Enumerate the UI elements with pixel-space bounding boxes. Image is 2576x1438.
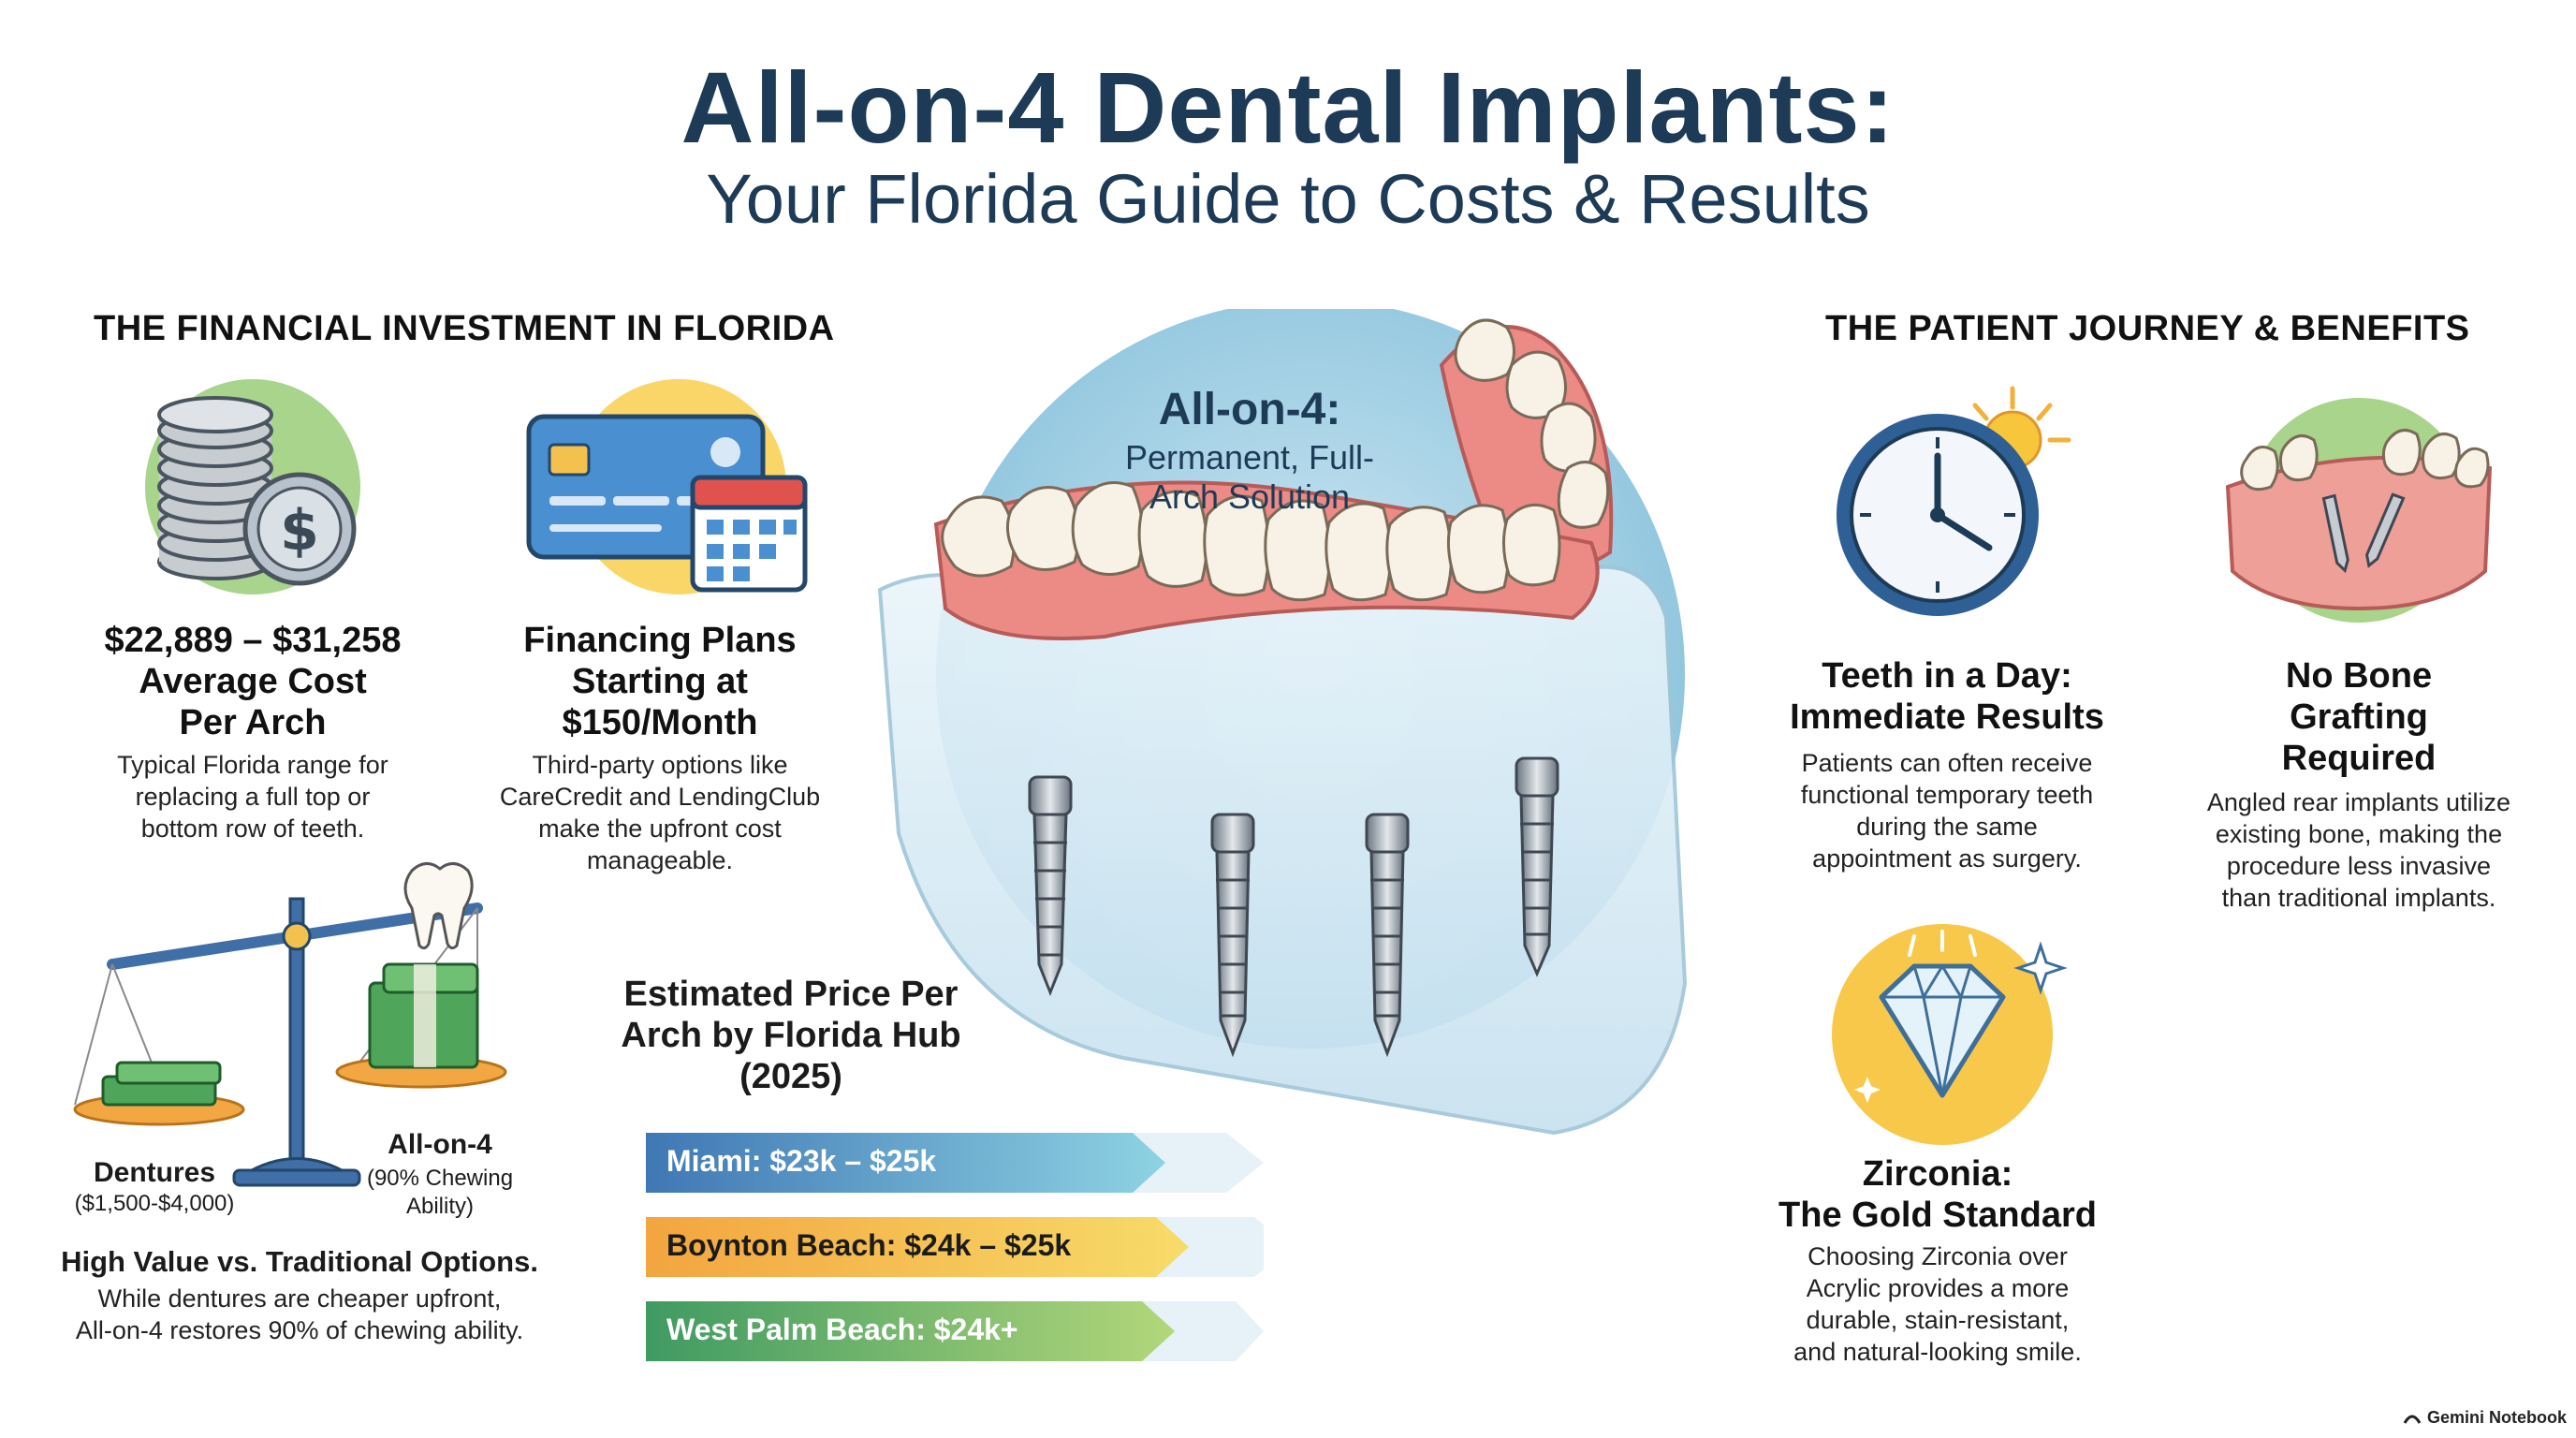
brand-logo-icon	[2403, 1415, 2422, 1424]
zirconia-body-line: Acrylic provides a more	[1806, 1274, 2070, 1302]
cost-body-line: Typical Florida range for	[117, 751, 388, 779]
price-hub-title: Estimated Price Per Arch by Florida Hub …	[580, 974, 1002, 1097]
day-body-line: Patients can often receive	[1801, 749, 2093, 777]
zirconia-body: Choosing Zirconia over Acrylic provides …	[1722, 1240, 2153, 1368]
financial-section-heading: THE FINANCIAL INVESTMENT IN FLORIDA	[94, 309, 835, 348]
cost-range: $22,889 – $31,258	[104, 621, 402, 660]
price-bar-label-west-palm-beach: West Palm Beach: $24k+	[666, 1313, 1018, 1346]
jaw-implant-icon	[2225, 398, 2493, 623]
bone-headline-line: No Bone	[2285, 656, 2433, 696]
day-headline-line: Immediate Results	[1790, 697, 2104, 737]
value-body-line: All-on-4 restores 90% of chewing ability…	[75, 1316, 524, 1344]
price-hub-bars-svg	[646, 1133, 1264, 1361]
financing-body-line: Third-party options like	[532, 751, 788, 779]
no-bone-grafting-body: Angled rear implants utilize existing bo…	[2153, 786, 2565, 914]
zirconia-body-line: durable, stain-resistant,	[1806, 1306, 2070, 1334]
bone-headline-line: Grafting	[2290, 697, 2428, 737]
brand-watermark: Gemini Notebook	[2403, 1408, 2567, 1428]
center-label-title: All-on-4:	[1158, 385, 1341, 434]
cost-body-line: bottom row of teeth.	[140, 814, 365, 843]
price-bar-west-palm-beach	[646, 1301, 1264, 1361]
brand-name: Gemini Notebook	[2426, 1408, 2567, 1427]
zirconia-headline: Zirconia: The Gold Standard	[1722, 1153, 2153, 1236]
balance-scale-icon	[73, 862, 507, 1187]
all-on-4-implant-illustration	[877, 309, 1688, 1136]
center-label-subtitle: Permanent, Full- Arch Solution	[1048, 438, 1451, 517]
cost-card-body: Typical Florida range for replacing a fu…	[47, 749, 459, 844]
dentures-label: Dentures	[93, 1157, 216, 1188]
page-title: All-on-4 Dental Implants:	[681, 51, 1895, 164]
clock-sun-icon	[1837, 386, 2071, 616]
financing-body-line: manageable.	[586, 846, 734, 874]
svg-text:$: $	[280, 498, 319, 564]
bone-body-line: than traditional implants.	[2221, 884, 2496, 912]
price-hub-title-line: (2025)	[739, 1057, 842, 1096]
teeth-in-a-day-headline: Teeth in a Day: Immediate Results	[1760, 655, 2134, 738]
allon4-label: All-on-4	[388, 1129, 492, 1160]
zirconia-headline-line: Zirconia:	[1862, 1154, 2013, 1194]
financing-card-headline: Financing Plans Starting at $150/Month	[449, 620, 871, 743]
price-hub-title-line: Estimated Price Per	[623, 975, 959, 1014]
no-bone-grafting-headline: No Bone Grafting Required	[2190, 655, 2527, 779]
value-comparison-headline: High Value vs. Traditional Options.	[61, 1245, 538, 1278]
day-headline-line: Teeth in a Day:	[1822, 656, 2072, 696]
zirconia-headline-line: The Gold Standard	[1778, 1196, 2097, 1235]
coins-icon: $	[145, 379, 360, 594]
financing-body-line: CareCredit and LendingClub	[499, 783, 821, 811]
price-bar-label-boynton-beach: Boynton Beach: $24k – $25k	[666, 1228, 1072, 1262]
price-hub-title-line: Arch by Florida Hub	[621, 1016, 961, 1055]
bone-headline-line: Required	[2281, 739, 2437, 778]
price-bar-label-miami: Miami: $23k – $25k	[666, 1144, 937, 1178]
allon4-note-line: (90% Chewing	[366, 1166, 514, 1191]
teeth-in-a-day-body: Patients can often receive functional te…	[1760, 747, 2134, 874]
zirconia-body-line: and natural-looking smile.	[1793, 1338, 2082, 1366]
bone-body-line: existing bone, making the	[2215, 820, 2503, 848]
patient-journey-heading: THE PATIENT JOURNEY & BENEFITS	[1825, 309, 2470, 348]
cost-headline-line: Average Cost	[139, 662, 367, 701]
financing-headline-line: Financing Plans	[523, 621, 797, 660]
cost-headline-line: Per Arch	[179, 703, 327, 742]
dentures-price: ($1,500-$4,000)	[74, 1191, 235, 1216]
price-hub-bars: Miami: $23k – $25k Boynton Beach: $24k –…	[646, 1133, 1264, 1376]
price-bar-miami	[646, 1133, 1264, 1193]
price-bar-boynton-beach	[646, 1217, 1264, 1277]
day-body-line: functional temporary teeth	[1800, 781, 2094, 809]
day-body-line: appointment as surgery.	[1812, 844, 2082, 873]
cost-card-headline: $22,889 – $31,258 Average Cost Per Arch	[47, 620, 459, 743]
allon4-note-line: Ability)	[405, 1194, 474, 1219]
value-body-line: While dentures are cheaper upfront,	[97, 1284, 502, 1313]
financing-monthly-price: $150/Month	[562, 703, 758, 742]
credit-card-calendar-icon	[526, 379, 808, 594]
zirconia-body-line: Choosing Zirconia over	[1808, 1242, 2068, 1270]
value-comparison-body: While dentures are cheaper upfront, All-…	[37, 1283, 562, 1346]
diamond-icon	[1832, 924, 2068, 1145]
bone-body-line: procedure less invasive	[2226, 852, 2492, 880]
financing-body-line: make the upfront cost	[538, 814, 782, 843]
cost-body-line: replacing a full top or	[135, 783, 371, 811]
financing-card-body: Third-party options like CareCredit and …	[449, 749, 871, 876]
bone-body-line: Angled rear implants utilize	[2206, 788, 2511, 816]
day-body-line: during the same	[1856, 813, 2038, 841]
center-label-line: Permanent, Full-	[1124, 438, 1375, 477]
page-subtitle: Your Florida Guide to Costs & Results	[706, 160, 1870, 238]
center-label-line: Arch Solution	[1149, 477, 1351, 516]
financing-headline-line: Starting at	[572, 662, 748, 701]
allon4-note: (90% Chewing Ability)	[328, 1165, 552, 1221]
